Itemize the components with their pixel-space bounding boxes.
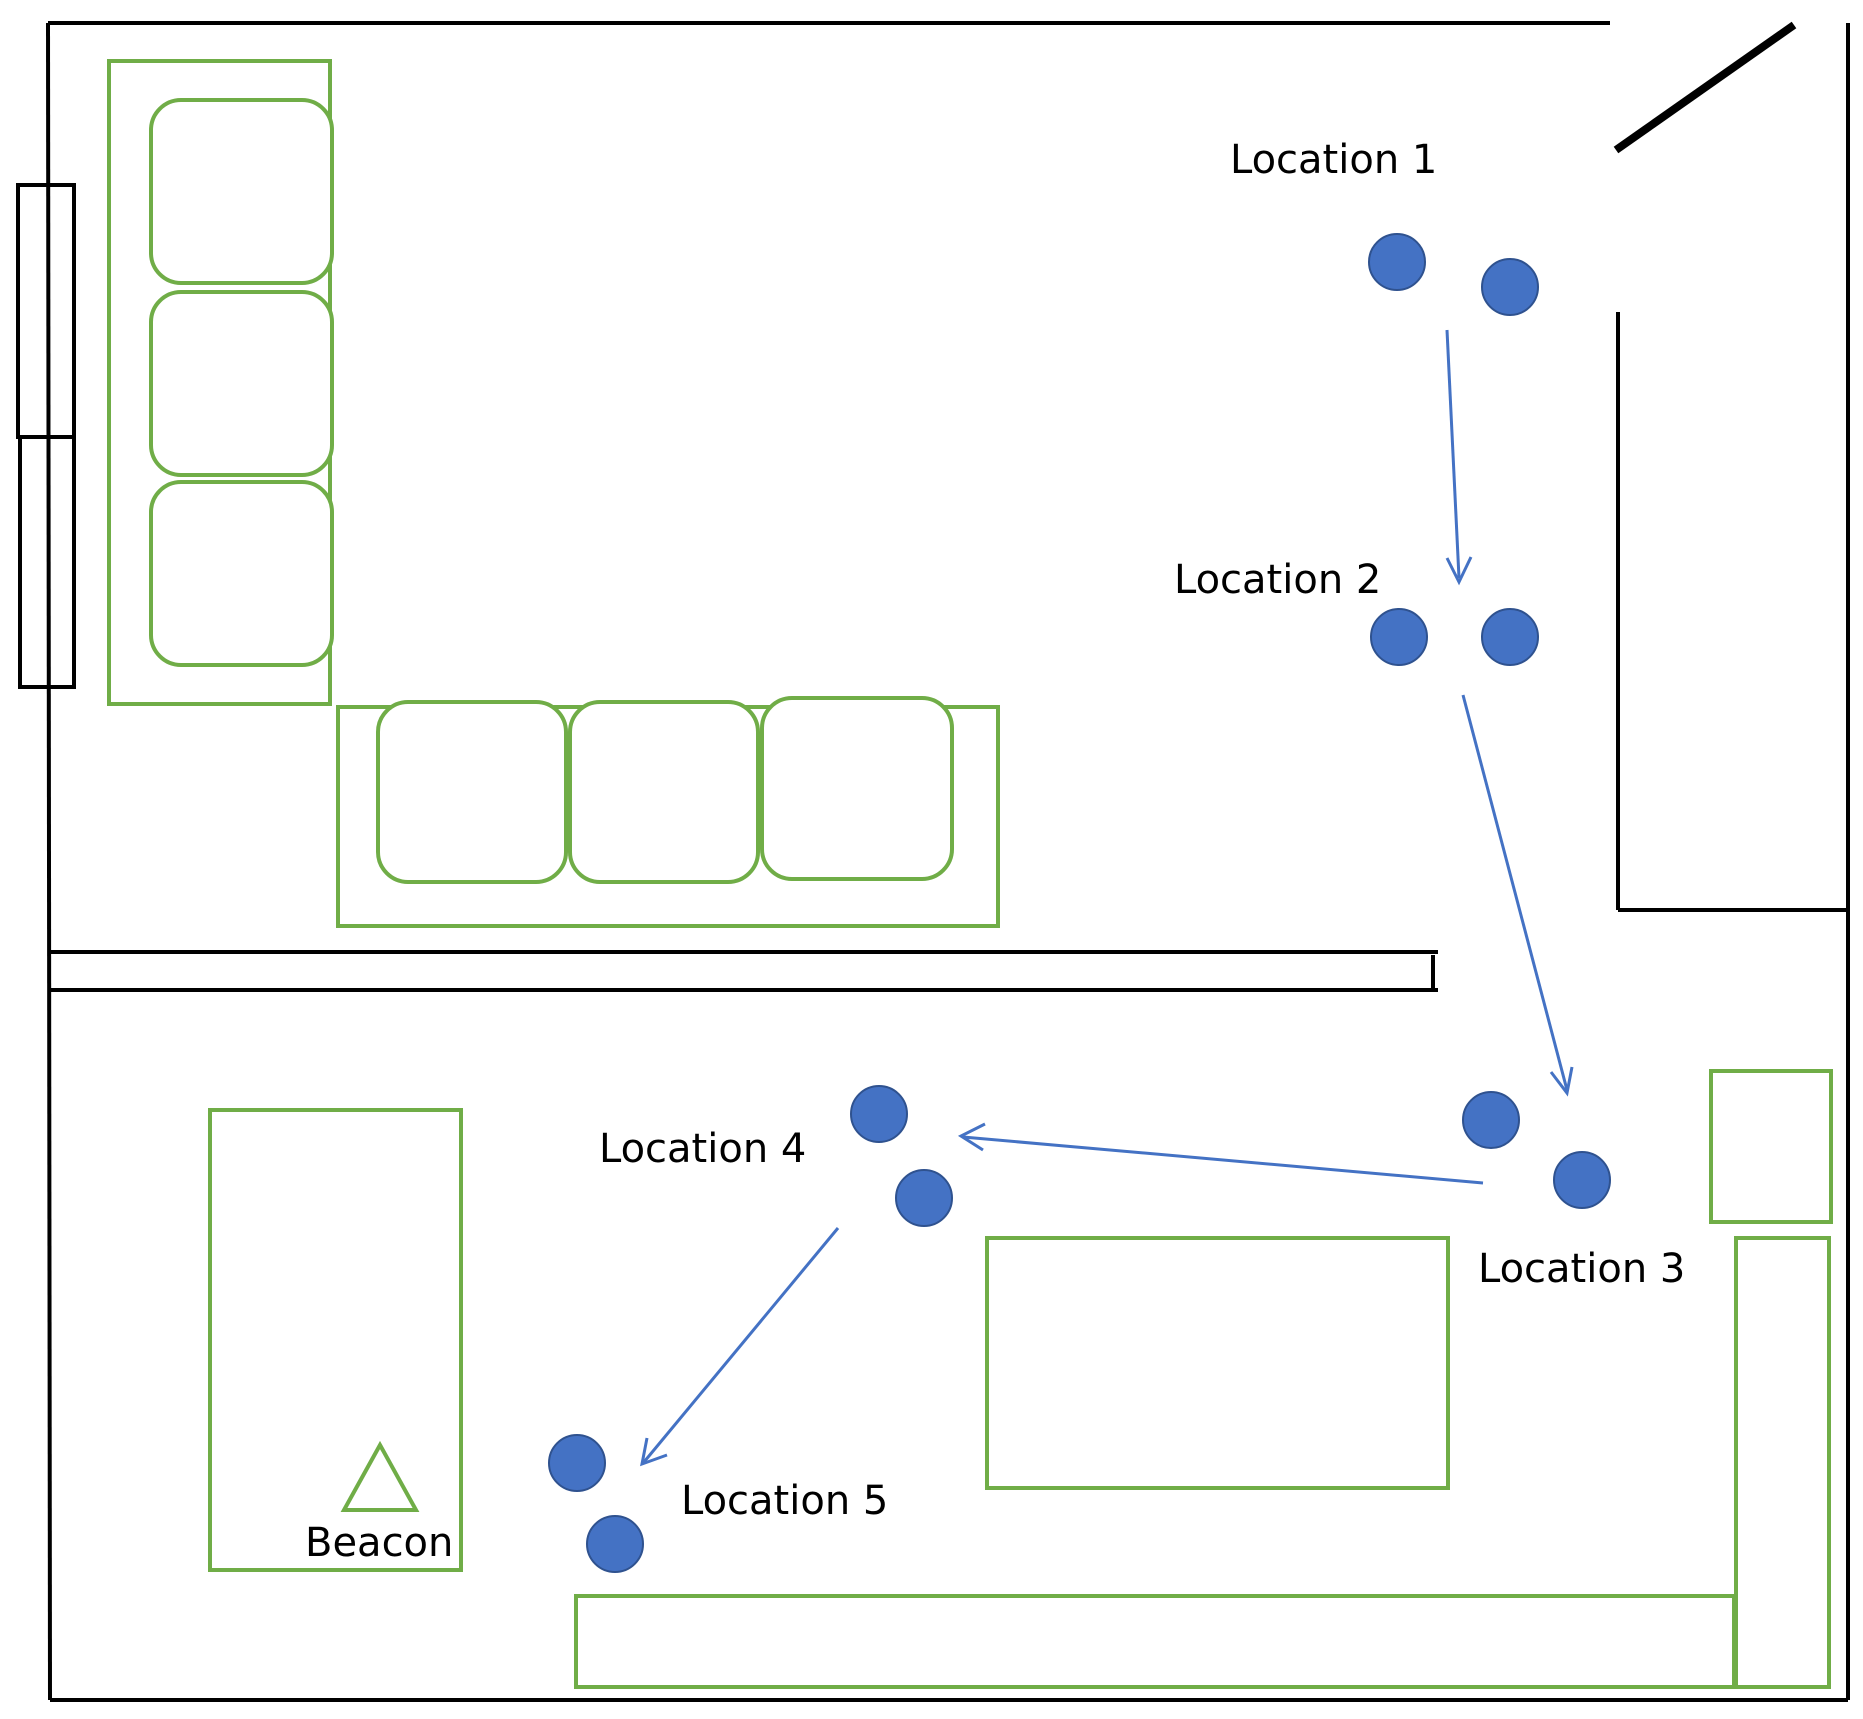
person-marker-icon <box>586 1515 644 1573</box>
sofa-vertical-cushion-2 <box>149 290 334 477</box>
person-marker-icon <box>1553 1151 1611 1209</box>
person-marker-icon <box>850 1085 908 1143</box>
location-4-label: Location 4 <box>599 1126 806 1172</box>
sofa-horizontal-cushion-1 <box>376 700 568 884</box>
arrow-location-2-to-3 <box>1461 694 1569 1091</box>
sofa-horizontal-cushion-3 <box>760 696 954 881</box>
window-upper <box>16 183 76 439</box>
location-1-label: Location 1 <box>1230 137 1437 183</box>
person-marker-icon <box>548 1434 606 1492</box>
wall-left <box>46 22 52 1701</box>
sofa-vertical-cushion-3 <box>149 480 334 667</box>
door-swing <box>1613 21 1797 154</box>
person-marker-icon <box>1462 1091 1520 1149</box>
table <box>985 1236 1450 1490</box>
arrow-location-3-to-4 <box>962 1135 1484 1185</box>
person-marker-icon <box>1368 233 1426 291</box>
beacon-triangle-icon <box>340 1440 420 1512</box>
cabinet-small <box>1709 1069 1833 1224</box>
person-marker-icon <box>1481 608 1539 666</box>
arrow-location-1-to-2 <box>1445 329 1461 579</box>
location-3-label: Location 3 <box>1478 1246 1685 1292</box>
labels: Location 1 Location 2 Location 3 Locatio… <box>305 137 1685 1566</box>
person-marker-icon <box>1370 608 1428 666</box>
bed <box>208 1108 463 1572</box>
person-markers <box>548 233 1611 1573</box>
sofa-vertical-cushion-1 <box>149 98 334 285</box>
counter-vertical <box>1734 1236 1831 1689</box>
arrow-head-location-3 <box>1549 1066 1574 1097</box>
arrow-location-4-to-5 <box>642 1227 840 1463</box>
arrow-head-location-4 <box>957 1122 986 1152</box>
window-lower <box>18 435 76 689</box>
location-2-label: Location 2 <box>1174 557 1381 603</box>
beacon-label: Beacon <box>305 1520 453 1566</box>
arrow-head-location-2 <box>1445 556 1473 586</box>
sofa-horizontal-cushion-2 <box>568 700 760 884</box>
path-arrows <box>640 329 1574 1467</box>
person-marker-icon <box>1481 258 1539 316</box>
arrow-head-location-5 <box>640 1437 668 1467</box>
counter-horizontal <box>574 1594 1736 1689</box>
person-marker-icon <box>895 1169 953 1227</box>
walls <box>16 21 1850 1702</box>
location-5-label: Location 5 <box>681 1478 888 1524</box>
furniture <box>107 59 1833 1689</box>
